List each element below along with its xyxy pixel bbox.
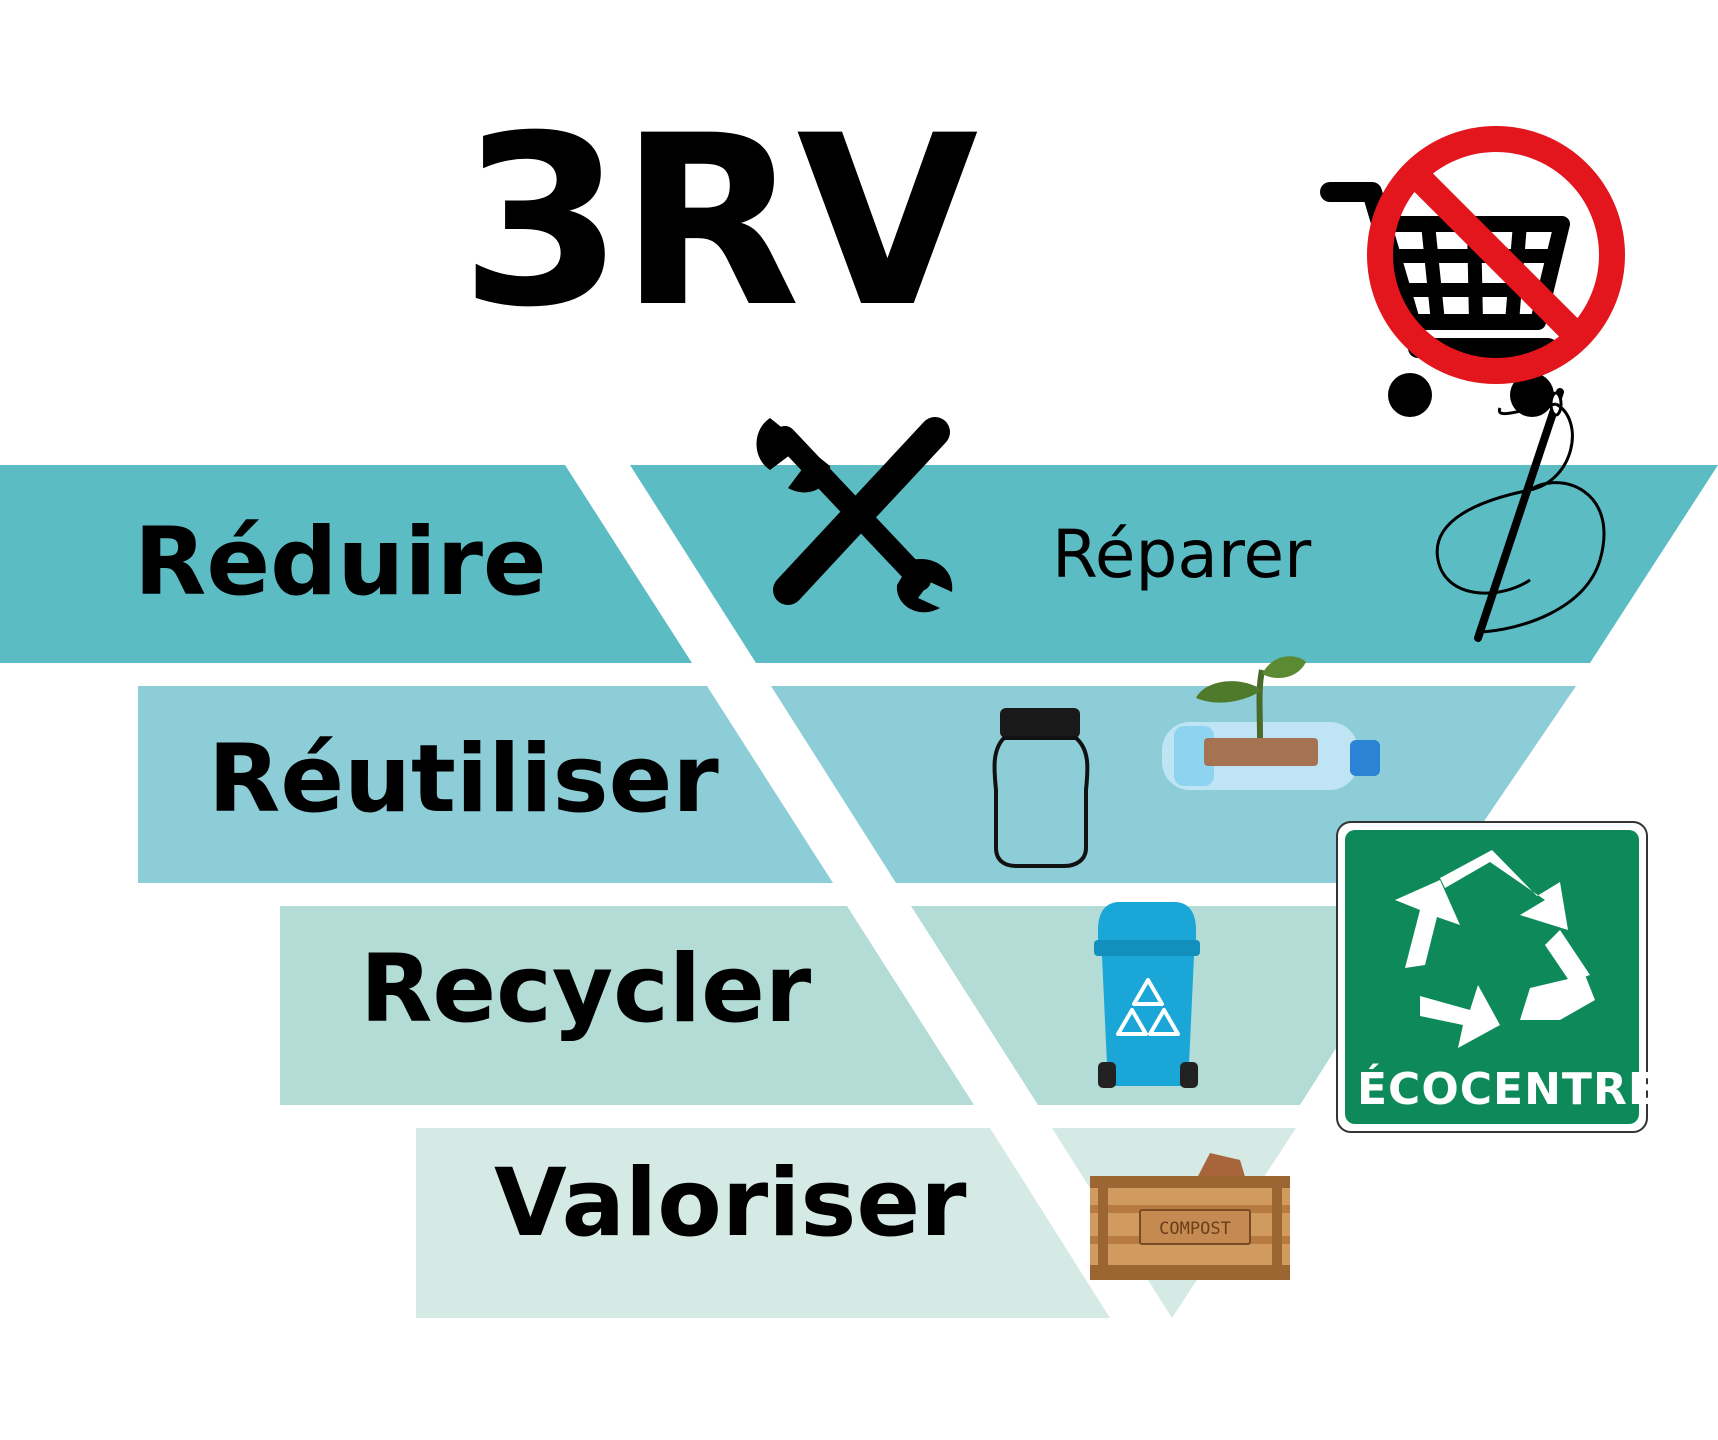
glass-jar-icon [992,708,1090,868]
tier-label-recycler: Recycler [360,935,812,1044]
needle-thread-icon [1435,388,1606,642]
tier-band-reduire-left [0,465,692,663]
tier-label-reutiliser: Réutiliser [208,725,719,834]
page-title: 3RV [460,86,978,359]
ecocentre-sign-icon [1336,821,1648,1133]
bottle-planter-icon [1162,656,1380,790]
tier-band-reduire-right [630,465,1718,663]
wrench-screwdriver-icon [756,417,953,613]
compost-crate-icon [1090,1153,1290,1280]
tier-band-reutiliser-left [138,686,833,883]
compost-label: COMPOST [1159,1219,1231,1239]
recycling-bin-icon [1094,902,1200,1088]
tier-band-valoriser-left [416,1128,1110,1318]
tier-label-reduire: Réduire [134,508,547,617]
ecocentre-label: ÉCOCENTRE [1357,1064,1659,1115]
tier-band-recycler-left [280,906,974,1105]
tier-label-valoriser: Valoriser [494,1149,967,1258]
tier-side-label-reparer: Réparer [1052,516,1312,593]
no-shopping-cart-icon [1320,126,1625,417]
